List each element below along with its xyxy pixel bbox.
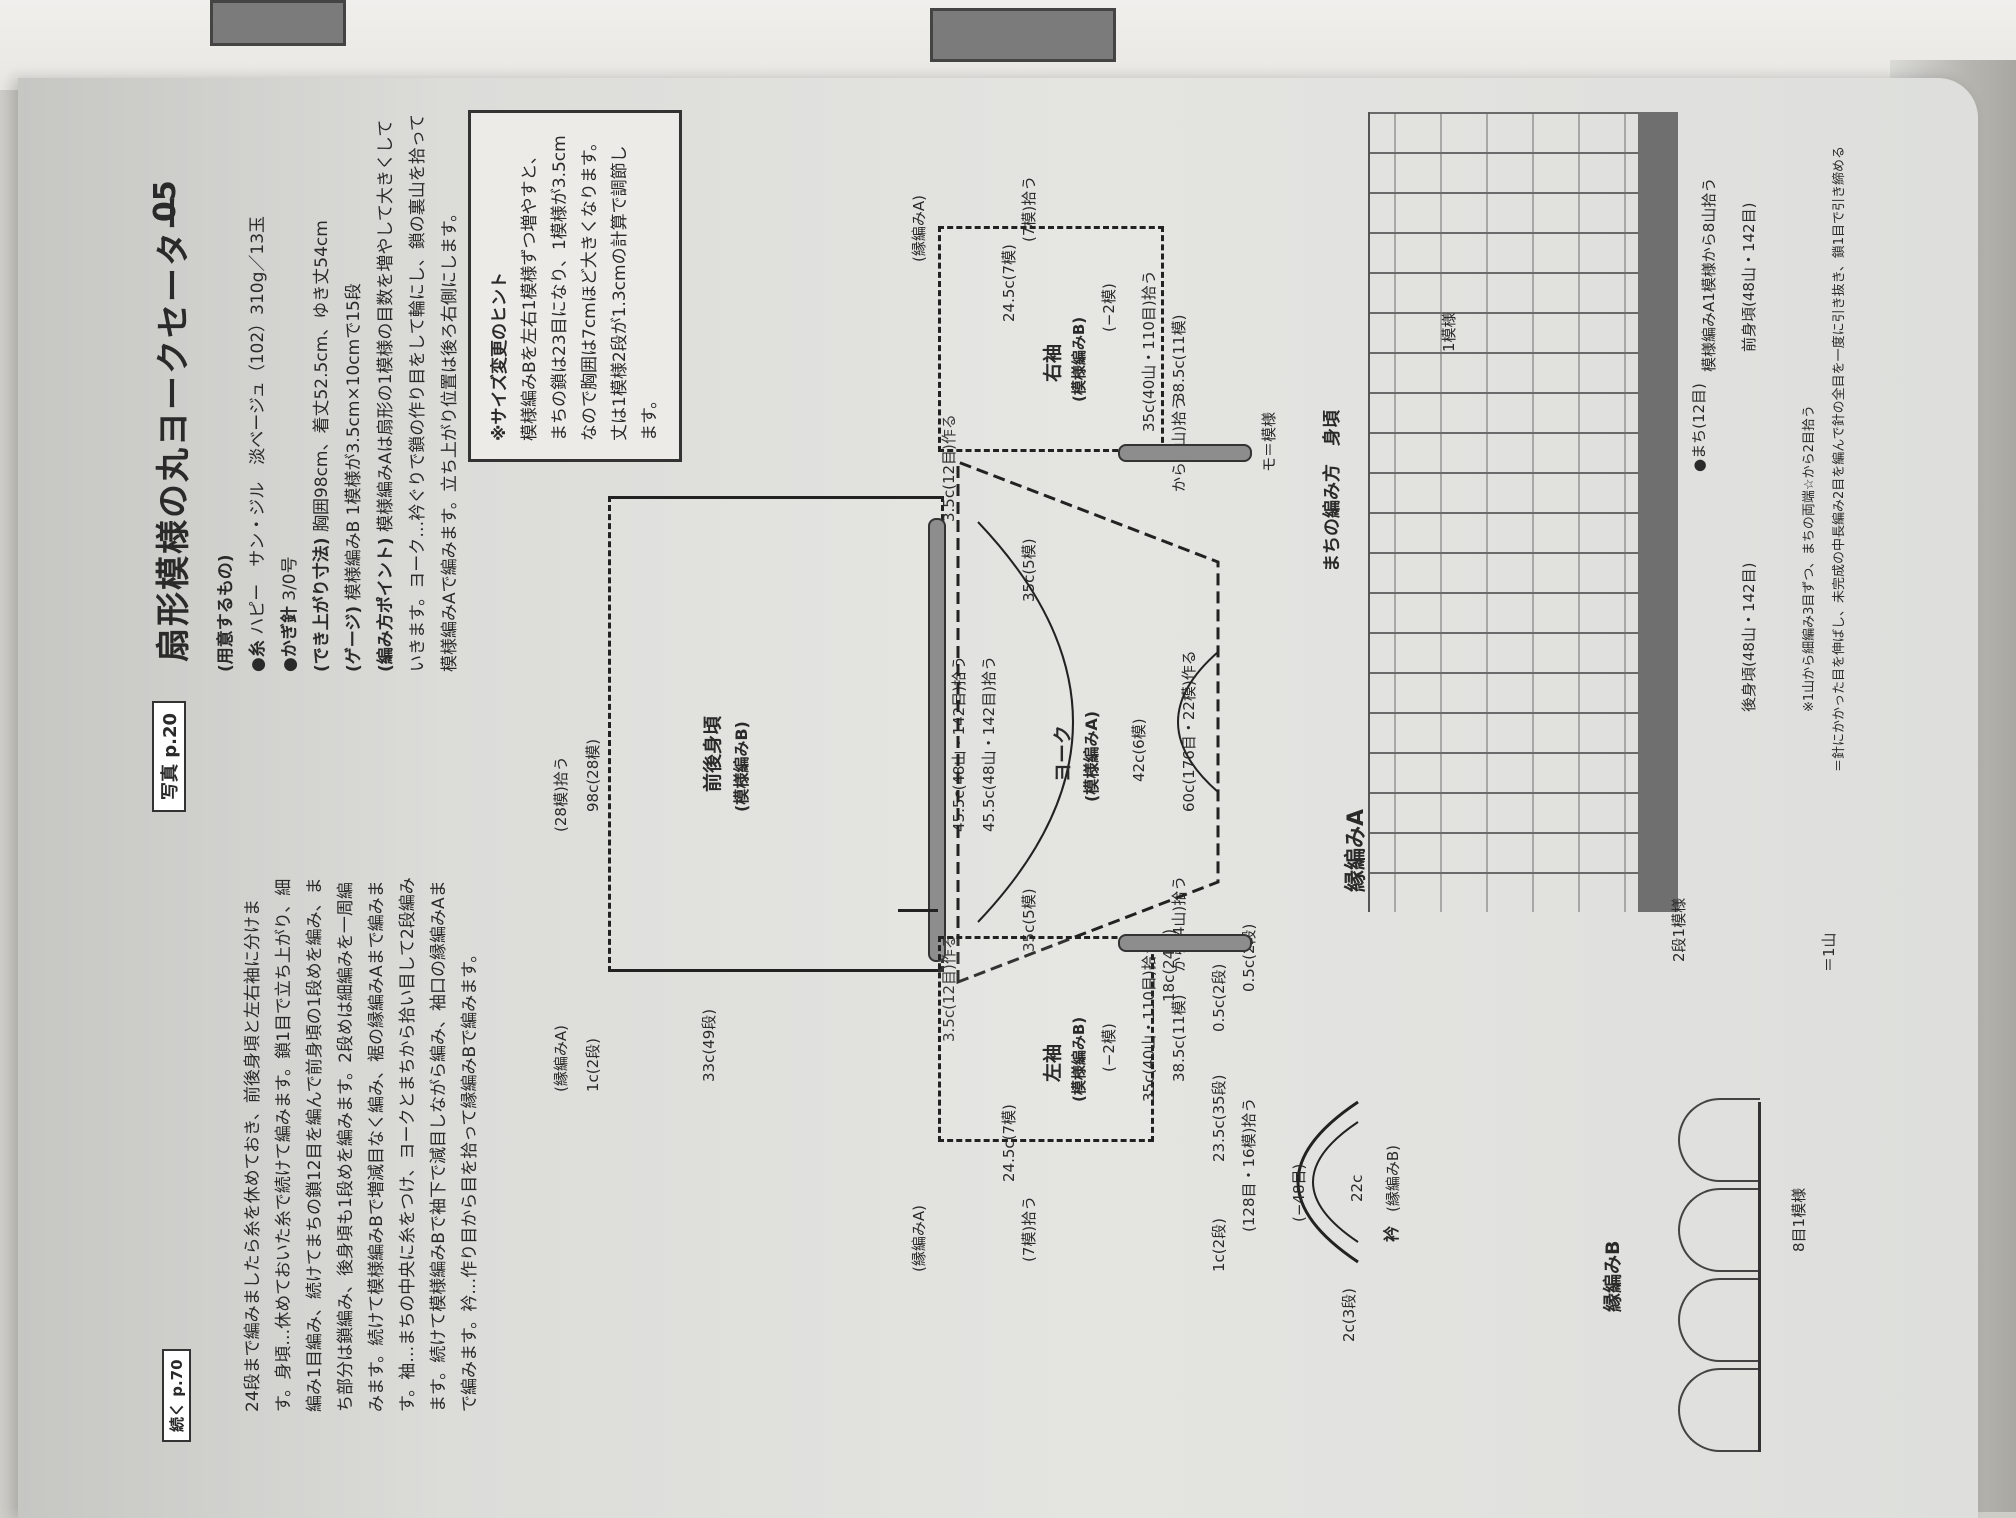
chart-title: まちの編み方 身頃 <box>1322 410 1343 572</box>
yoke-sleeve-right: 35c(5模) <box>1020 538 1038 602</box>
size-hint-title: ※サイズ変更のヒント <box>490 271 510 441</box>
left-sleeve-from: から(4山)拾う <box>1170 875 1188 972</box>
edge-b-repeat: 8目1模様 <box>1790 1187 1808 1252</box>
chart-front: 前身頃(48山・142目) <box>1740 202 1758 352</box>
continue-reference: 続く p.70 <box>162 1349 191 1442</box>
photo-reference: 写真 p.20 <box>152 700 186 812</box>
chart-note-1: ※1山から細編み3目ずつ、まちの両端☆から2目拾う <box>1802 405 1817 712</box>
left-sleeve-stitch: (模様編みB) <box>1070 1016 1088 1102</box>
collar-shape <box>1296 1100 1359 1264</box>
chart-yama: ＝1山 <box>1820 932 1838 972</box>
size-change-hint-box: ※サイズ変更のヒント 模様編みBを左右1模様ずつ増やすと、まちの鎖は23目になり… <box>468 110 682 462</box>
yoke-stitch: (模様編みA) <box>1082 710 1101 802</box>
left-sleeve-edge-rows: 1c(2段) <box>1210 1217 1228 1272</box>
hook-label: ●かぎ針 <box>280 606 300 672</box>
hook-info: 3/0号 <box>280 556 300 601</box>
body-width: 98c(28模) <box>584 738 602 812</box>
yarn-label: ●糸 <box>248 640 268 672</box>
left-sleeve-piece <box>938 936 1154 1142</box>
body-length: 33c(49段) <box>700 1008 718 1082</box>
chart-gusset-band <box>1638 112 1678 912</box>
yoke-shape <box>956 459 1220 985</box>
left-sleeve-band <box>1118 934 1252 952</box>
front-back-body-piece <box>608 496 944 972</box>
points-label: (編み方ポイント) <box>376 537 396 672</box>
right-sleeve-edge: (縁編みA) <box>910 195 928 262</box>
yoke-neck-chain: 60c(176目・22模)作る <box>1180 650 1198 812</box>
right-sleeve-piece <box>938 226 1164 452</box>
right-sleeve-pick: (7模)拾う <box>1020 175 1038 242</box>
chart-pick-a1: 模様編みA1模様から8山拾う <box>1700 177 1718 372</box>
left-sleeve-cuff: 24.5c(7模) <box>1000 1104 1018 1182</box>
edge-b-chart <box>1638 1092 1778 1452</box>
left-sleeve-pick-up: 35c(40山・110目)拾う <box>1140 940 1158 1102</box>
right-sleeve-stitch: (模様編みB) <box>1070 316 1088 402</box>
edge-b-scallop <box>1678 1278 1760 1362</box>
rotated-page-content: 05 扇形模様の丸ヨークセーター 写真 p.20 (用意するもの) ●糸 ハピー… <box>138 110 1878 1472</box>
body-edge: (縁編みA) <box>552 1025 570 1092</box>
size-hint-text: 模様編みBを左右1模様ずつ増やすと、まちの鎖は23目になり、1模様が3.5cmな… <box>520 133 660 441</box>
left-sleeve-length: 38.5c(11模) <box>1170 994 1188 1082</box>
page-title: 扇形模様の丸ヨークセーター <box>154 194 194 662</box>
right-sleeve-decrease: (−2模) <box>1100 283 1118 332</box>
collar-pick-up: (128目・16模)拾う <box>1240 1097 1258 1232</box>
pattern-legend: モ＝模様 <box>1260 411 1278 472</box>
chart-back: 後身頃(48山・142目) <box>1740 562 1758 712</box>
edge-b-baseline <box>1758 1102 1761 1452</box>
edge-b-scallop <box>1678 1098 1760 1182</box>
size-label: (でき上がり寸法) <box>312 537 332 672</box>
right-sleeve-title: 右袖 <box>1042 343 1064 382</box>
left-sleeve-rows: 23.5c(35段) <box>1210 1074 1228 1162</box>
collar-stitch: (縁編みB) <box>1384 1145 1402 1212</box>
yoke-title: ヨーク <box>1052 724 1074 782</box>
yarn-info: ハピー サン・ジル 淡ベージュ（102）310g／13玉 <box>248 215 268 635</box>
right-sleeve-cuff: 24.5c(7模) <box>1000 244 1018 322</box>
body-top-pick: (28模)拾う <box>552 756 570 832</box>
size-info: 胸囲98cm、着丈52.5cm、ゆき丈54cm <box>312 220 332 533</box>
right-sleeve-pick-up: 35c(40山・110目)拾う <box>1140 270 1158 432</box>
body-stitch: (模様編みB) <box>732 721 751 812</box>
left-sleeve-decrease: (−2模) <box>1100 1023 1118 1072</box>
yoke-outer-width: 42c(6模) <box>1130 718 1148 782</box>
materials-block: (用意するもの) ●糸 ハピー サン・ジル 淡ベージュ（102）310g／13玉… <box>210 112 466 672</box>
collar-title: 衿 <box>1382 1225 1401 1242</box>
collar-width: 22c <box>1348 1174 1366 1202</box>
body-direction-arrow <box>898 909 938 912</box>
collar-piece <box>1248 1092 1368 1272</box>
yoke-piece <box>938 452 1238 992</box>
previous-page-illustration <box>210 0 346 46</box>
edge-b-scallop <box>1678 1368 1760 1452</box>
chart-one-pattern: 1模様 <box>1440 312 1458 352</box>
gauge-label: (ゲージ) <box>344 605 364 672</box>
edge-b-title: 縁編みB <box>1602 1240 1624 1312</box>
right-sleeve-band <box>1118 444 1252 462</box>
chart-note-2: ＝針にかかった目を伸ばし、未完成の中長編み2目を編んで針の全目を一度に引き抜き、… <box>1832 146 1847 772</box>
chart-rows: 2段1模様 <box>1670 897 1688 962</box>
collar-height: 2c(3段) <box>1340 1287 1358 1342</box>
right-sleeve-length: 38.5c(11模) <box>1170 314 1188 402</box>
chart-edge-a: 縁編みA <box>1344 808 1369 892</box>
previous-page-illustration <box>930 8 1116 62</box>
left-sleeve-half-a: 0.5c(2段) <box>1210 963 1228 1032</box>
body-title: 前後身頃 <box>702 715 724 792</box>
chart-gusset: ●まち(12目) <box>1690 383 1708 472</box>
left-sleeve-title: 左袖 <box>1042 1043 1064 1082</box>
collar-decrease: (−48目) <box>1290 1163 1308 1222</box>
left-sleeve-pick: (7模)拾う <box>1020 1195 1038 1262</box>
instructions-text: 24段まで編みましたら糸を休めておき、前後身頃と左右袖に分けます。身頃…休めてお… <box>243 877 480 1412</box>
body-edge-rows: 1c(2段) <box>584 1037 602 1092</box>
gauge-info: 模様編みB 1模様が3.5cm×10cmで15段 <box>344 283 364 601</box>
materials-heading: (用意するもの) <box>216 554 236 672</box>
edge-b-scallop <box>1678 1188 1760 1272</box>
stitch-chart-body <box>1368 112 1672 912</box>
left-sleeve-edge: (縁編みA) <box>910 1205 928 1272</box>
